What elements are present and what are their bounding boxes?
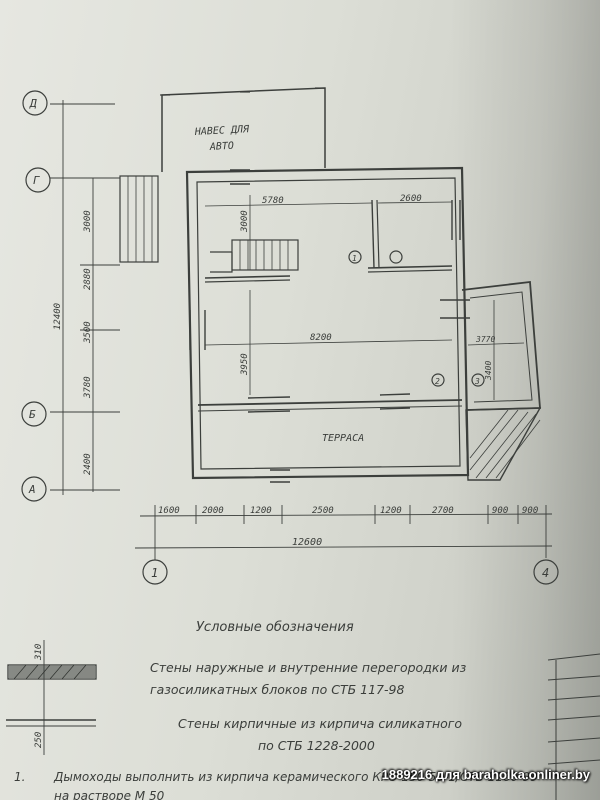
axis-label-b: Б	[29, 408, 36, 421]
dim-inner-6: 3770	[475, 335, 495, 344]
terrace-label: ТЕРРАСА	[322, 433, 364, 444]
dim-h-2: 2000	[202, 506, 224, 516]
dim-h-5: 1200	[380, 506, 402, 516]
note-line-2: на растворе М 50	[54, 789, 165, 800]
axis-circle-b	[21, 401, 47, 427]
dim-vertical-3: 3500	[83, 321, 93, 344]
dim-inner-7: 3400	[484, 361, 493, 381]
dim-vertical-total: 12400	[53, 303, 63, 330]
dim-inner-2: 2600	[400, 194, 422, 204]
dim-h-4: 2500	[312, 506, 334, 516]
watermark: 1889216 для baraholka.onliner.by	[381, 767, 590, 782]
dim-h-8: 900	[522, 506, 538, 516]
dim-vertical-5: 2400	[83, 453, 93, 475]
axis-label-4: 4	[542, 566, 549, 580]
room-number-1: 1	[352, 254, 357, 263]
annex-outline	[461, 280, 541, 411]
note-line-1: Дымоходы выполнить из кирпича керамическ…	[54, 770, 538, 784]
legend-title: Условные обозначения	[196, 620, 354, 635]
note-number: 1.	[14, 770, 26, 784]
carport-label-1: НАВЕС ДЛЯ	[194, 124, 251, 138]
axis-label-g: Г	[33, 174, 40, 187]
dim-h-3: 1200	[250, 506, 272, 516]
carport-label-2: АВТО	[209, 141, 235, 153]
dim-h-1: 1600	[158, 506, 180, 516]
dim-vertical-2: 2880	[83, 268, 93, 290]
dim-inner-4: 3950	[240, 353, 250, 376]
dim-h-7: 900	[492, 506, 508, 516]
axis-circle-g	[25, 167, 51, 193]
axis-label-d: Д	[29, 97, 37, 110]
dim-total: 12600	[292, 537, 322, 548]
dim-inner-3: 8200	[310, 333, 332, 343]
legend-line-1: Стены наружные и внутренние перегородки …	[150, 660, 467, 675]
dim-h-6: 2700	[432, 506, 454, 516]
room-number-2: 2	[435, 377, 440, 386]
legend-sym2-dim: 250	[34, 732, 44, 748]
dim-inner-1: 5780	[262, 196, 284, 206]
legend-line-2: газосиликатных блоков по СТБ 117-98	[150, 682, 405, 697]
axis-label-a: А	[28, 483, 36, 496]
dim-inner-5: 3000	[240, 210, 250, 233]
axis-circle-1	[142, 559, 168, 585]
house-outer-wall	[185, 166, 470, 480]
axis-circle-4	[533, 559, 559, 585]
room-number-3: 3	[474, 377, 480, 386]
dim-vertical-4: 3780	[83, 376, 93, 399]
axis-circle-a	[21, 476, 47, 502]
legend-line-3: Стены кирпичные из кирпича силикатного	[178, 716, 463, 731]
axis-circle-d	[22, 90, 48, 116]
dim-vertical-1: 3000	[83, 210, 93, 233]
legend-sym1-dim: 310	[34, 644, 44, 661]
legend-line-4: по СТБ 1228-2000	[258, 738, 375, 753]
axis-label-1: 1	[151, 566, 158, 580]
legend-wall-symbol	[7, 664, 97, 680]
